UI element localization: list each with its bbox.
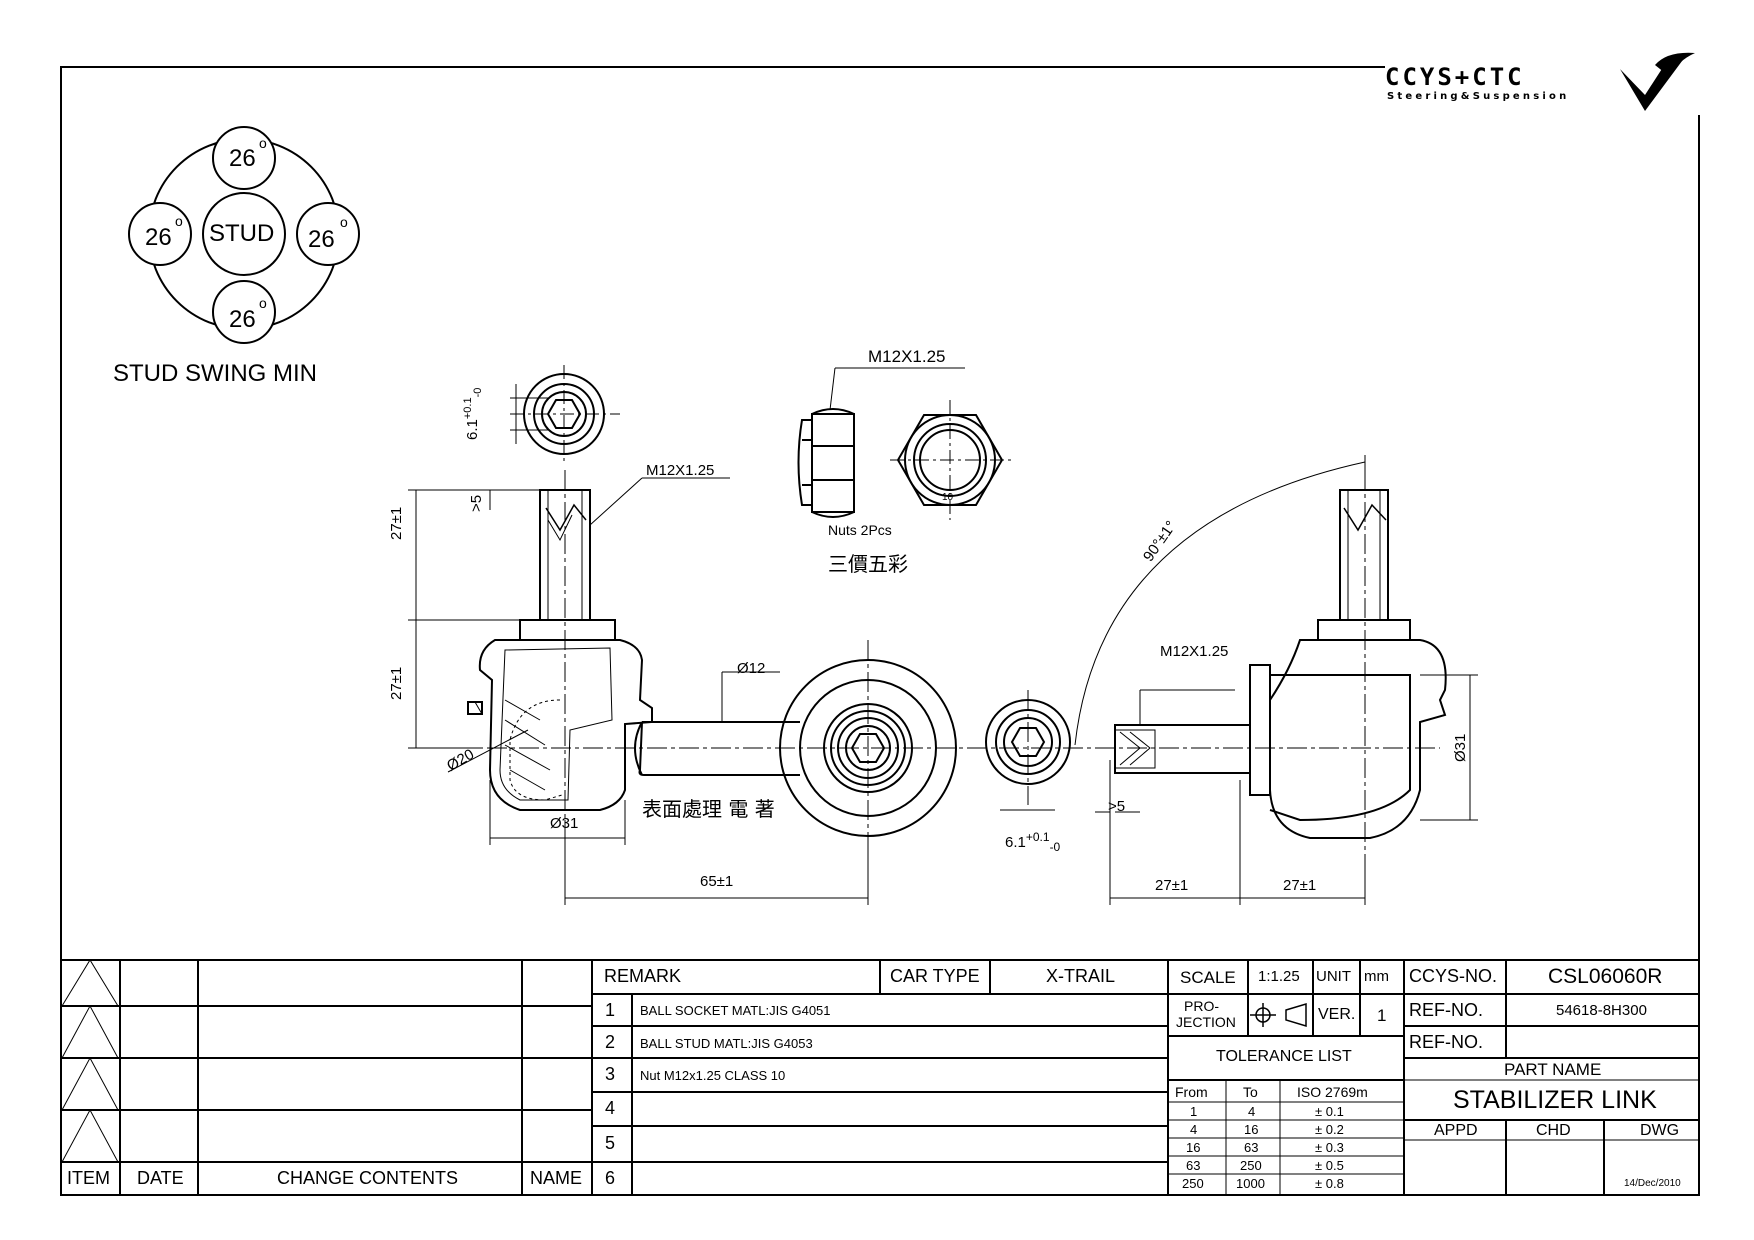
tol-from-5: 250 <box>1182 1176 1204 1191</box>
part-name-label: PART NAME <box>1504 1060 1602 1079</box>
nuts-note-cn: 三價五彩 <box>828 552 908 576</box>
tol-header-from: From <box>1175 1084 1208 1100</box>
tol-from-4: 63 <box>1186 1158 1201 1173</box>
tol-header-iso: ISO 2769m <box>1297 1084 1368 1100</box>
right-thread-label: M12X1.25 <box>1160 643 1229 660</box>
tolerance-title: TOLERANCE LIST <box>1216 1048 1352 1065</box>
brand-logo: CCYS+CTC Steering&Suspension <box>1385 52 1705 115</box>
right-hex-size-dim: 6.1+0.1-0 <box>1005 830 1060 854</box>
remark-no-3: 3 <box>605 1064 616 1084</box>
swing-top-value: 26 <box>229 145 256 172</box>
ref-number-1: 54618-8H300 <box>1556 1002 1647 1019</box>
swing-top-degree: o <box>259 135 267 151</box>
chd-label: CHD <box>1536 1122 1571 1139</box>
ref-label-1: REF-NO. <box>1409 1000 1483 1020</box>
projection-label-2: JECTION <box>1176 1014 1236 1030</box>
swing-right-value: 26 <box>308 226 335 253</box>
col-name: NAME <box>530 1168 583 1188</box>
col-item: ITEM <box>67 1168 110 1188</box>
tol-value-2: ± 0.2 <box>1315 1122 1344 1137</box>
surface-note-cn: 表面處理 電 著 <box>642 797 775 821</box>
brand-name: CCYS+CTC <box>1385 63 1525 91</box>
right-length-a-dim: 27±1 <box>1155 877 1189 894</box>
remark-no-4: 4 <box>605 1098 616 1118</box>
right-length-b-dim: 27±1 <box>1283 877 1317 894</box>
car-type-label: CAR TYPE <box>890 966 980 986</box>
car-type-value: X-TRAIL <box>1046 966 1116 986</box>
part-name: STABILIZER LINK <box>1453 1086 1657 1114</box>
remark-no-2: 2 <box>605 1032 616 1052</box>
swing-left-value: 26 <box>145 224 172 251</box>
tol-to-2: 16 <box>1244 1122 1259 1137</box>
remark-no-5: 5 <box>605 1133 616 1153</box>
tol-to-1: 4 <box>1248 1104 1256 1119</box>
right-assembly <box>1114 489 1447 839</box>
scale-label: SCALE <box>1180 968 1236 987</box>
ccys-label: CCYS-NO. <box>1409 966 1498 986</box>
ref-label-2: REF-NO. <box>1409 1032 1483 1052</box>
projection-symbol <box>1250 1002 1307 1028</box>
tol-value-4: ± 0.5 <box>1315 1158 1344 1173</box>
swing-center-label: STUD <box>209 220 275 247</box>
remark-header: REMARK <box>604 966 682 986</box>
tol-value-5: ± 0.8 <box>1315 1176 1344 1191</box>
drawing-frame <box>60 66 1700 1196</box>
remark-text-1: BALL SOCKET MATL:JIS G4051 <box>640 1003 831 1018</box>
stud-thread-label: M12X1.25 <box>646 462 715 479</box>
col-date: DATE <box>137 1168 184 1188</box>
nut-tag: 10 <box>942 492 954 503</box>
stud-swing-diagram <box>128 126 360 344</box>
nut-side-view <box>797 408 855 518</box>
dwg-label: DWG <box>1640 1122 1680 1139</box>
col-change-contents: CHANGE CONTENTS <box>277 1168 459 1188</box>
brand-tagline: Steering&Suspension <box>1387 91 1570 102</box>
right-hex-tol-minus: -0 <box>1049 840 1061 854</box>
ver-value: 1 <box>1377 1006 1387 1025</box>
unit-value: mm <box>1364 968 1389 985</box>
dimension-lines <box>408 367 1478 905</box>
right-gt5-dim: >5 <box>1108 798 1126 815</box>
tol-value-3: ± 0.3 <box>1315 1140 1344 1155</box>
swing-right-degree: o <box>340 214 348 230</box>
tol-from-2: 4 <box>1190 1122 1198 1137</box>
rod-diameter-dim: Ø12 <box>737 660 766 677</box>
swing-caption: STUD SWING MIN <box>113 360 317 387</box>
scale-value: 1:1.25 <box>1258 968 1300 985</box>
remark-no-6: 6 <box>605 1168 616 1188</box>
tol-to-3: 63 <box>1244 1140 1259 1155</box>
appd-label: APPD <box>1434 1122 1478 1139</box>
swing-bottom-degree: o <box>259 295 267 311</box>
drawing-date: 14/Dec/2010 <box>1624 1178 1681 1189</box>
tol-value-1: ± 0.1 <box>1315 1104 1344 1119</box>
projection-label-1: PRO- <box>1184 998 1219 1014</box>
nuts-note: Nuts 2Pcs <box>828 522 892 538</box>
nut-end-view <box>890 400 1012 520</box>
tol-from-3: 16 <box>1186 1140 1201 1155</box>
center-length-dim: 65±1 <box>700 873 734 890</box>
right-hex-value: 6.1 <box>1005 834 1026 851</box>
unit-label: UNIT <box>1316 968 1351 985</box>
ver-label: VER. <box>1318 1006 1356 1023</box>
socket-diameter-dim: Ø31 <box>550 815 579 832</box>
swing-bottom-value: 26 <box>229 306 256 333</box>
nut-thread-label: M12X1.25 <box>868 347 946 366</box>
remark-text-2: BALL STUD MATL:JIS G4053 <box>640 1036 813 1051</box>
tol-to-4: 250 <box>1240 1158 1262 1173</box>
remark-no-1: 1 <box>605 1000 616 1020</box>
brand-mark-icon <box>1620 52 1695 111</box>
tol-from-1: 1 <box>1190 1104 1198 1119</box>
remark-text-3: Nut M12x1.25 CLASS 10 <box>640 1068 786 1083</box>
right-hex-tol-plus: +0.1 <box>1025 830 1050 844</box>
stud-end-view <box>510 365 620 465</box>
tol-to-5: 1000 <box>1236 1176 1265 1191</box>
swing-left-degree: o <box>175 213 183 229</box>
left-housing <box>467 639 653 811</box>
ccys-number: CSL06060R <box>1548 965 1663 988</box>
tol-header-to: To <box>1243 1084 1258 1100</box>
